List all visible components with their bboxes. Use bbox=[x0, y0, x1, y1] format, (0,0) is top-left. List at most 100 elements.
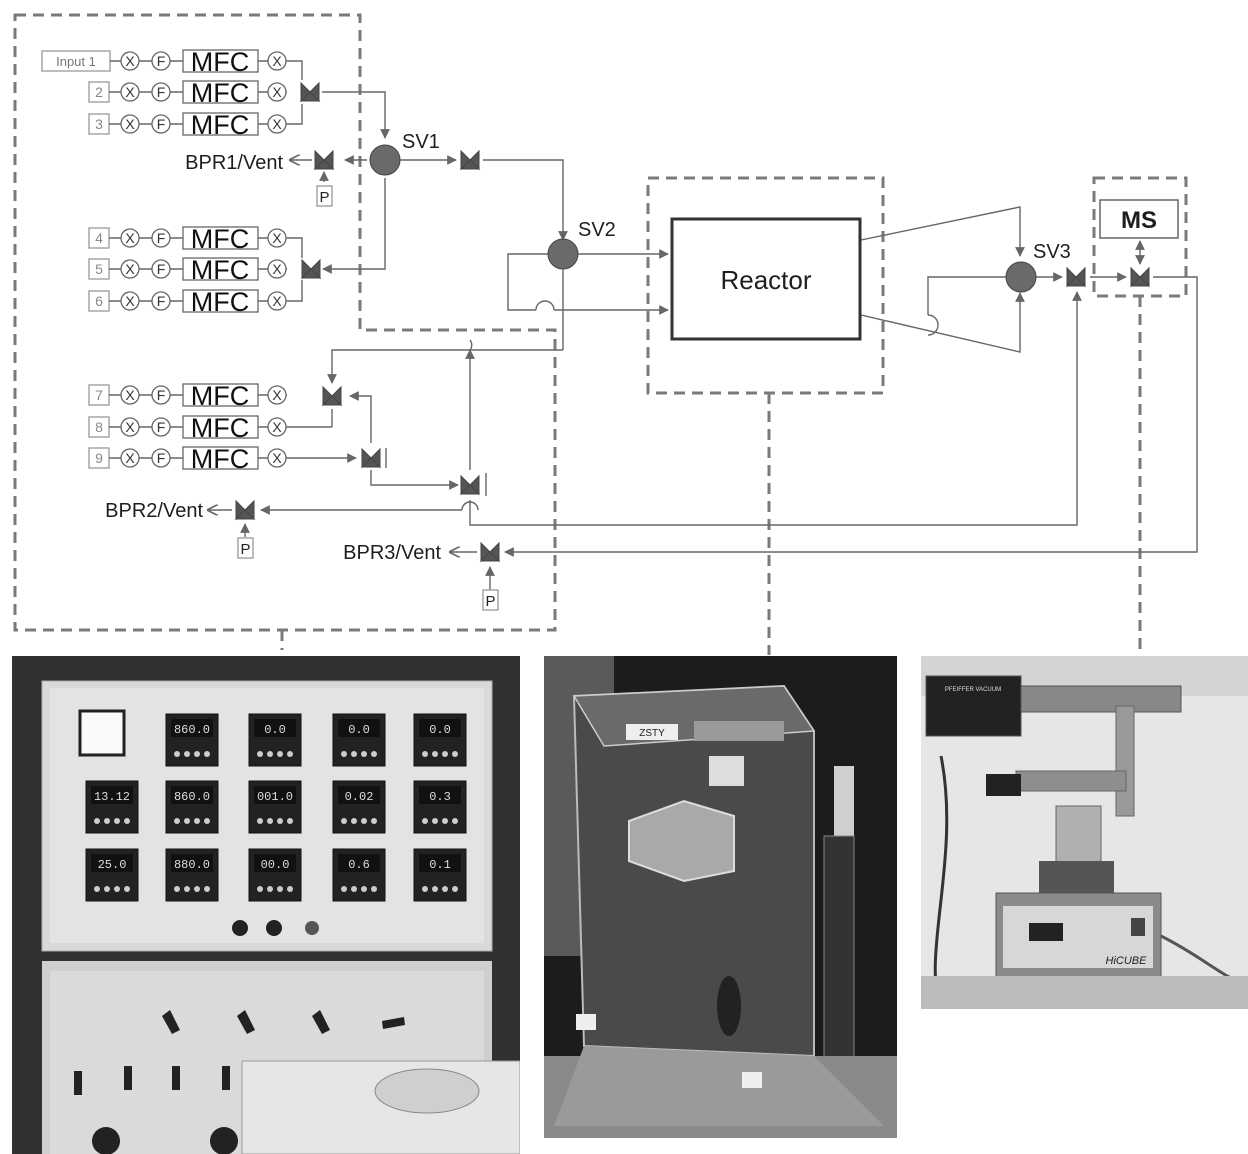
filter-text: F bbox=[157, 450, 166, 466]
display-button bbox=[257, 751, 263, 757]
sv3-label: SV3 bbox=[1033, 241, 1071, 263]
display-button bbox=[442, 886, 448, 892]
mass-spec-photo: PFEIFFER VACUUM HiCUBE bbox=[921, 656, 1248, 1009]
display-button bbox=[257, 818, 263, 824]
display-button bbox=[361, 818, 367, 824]
p-box-1: P bbox=[319, 189, 329, 206]
display-button bbox=[174, 751, 180, 757]
display-button bbox=[371, 751, 377, 757]
mfc-label: MFC bbox=[191, 78, 249, 108]
display-button bbox=[204, 751, 210, 757]
mfc-row: 4 X F MFC X bbox=[89, 224, 287, 254]
display-button bbox=[94, 818, 100, 824]
sv1-out-valve bbox=[461, 151, 479, 169]
shutoff-valve-out-text: X bbox=[272, 116, 282, 132]
display-button bbox=[124, 818, 130, 824]
shutoff-valve-out-text: X bbox=[272, 53, 282, 69]
bpr2-vent-label: BPR2/Vent bbox=[105, 500, 203, 522]
display-value: 0.3 bbox=[429, 790, 451, 804]
shutoff-valve-out-text: X bbox=[272, 230, 282, 246]
shutoff-valve-in-text: X bbox=[125, 419, 135, 435]
input-label: 9 bbox=[95, 450, 103, 466]
display-button bbox=[94, 886, 100, 892]
display-button bbox=[277, 751, 283, 757]
display-button bbox=[371, 886, 377, 892]
input-label: 2 bbox=[95, 84, 103, 100]
bpr3-valve bbox=[481, 543, 499, 561]
display-button bbox=[287, 818, 293, 824]
shutoff-valve-out-text: X bbox=[272, 261, 282, 277]
row9-valve bbox=[362, 449, 380, 467]
display-button bbox=[267, 818, 273, 824]
shutoff-valve-out-text: X bbox=[272, 387, 282, 403]
display-button bbox=[267, 751, 273, 757]
display-button bbox=[442, 818, 448, 824]
shutoff-valve-in-text: X bbox=[125, 387, 135, 403]
display-value: 00.0 bbox=[261, 858, 290, 872]
bpr3-vent-label: BPR3/Vent bbox=[343, 542, 441, 564]
mfc-label: MFC bbox=[191, 47, 249, 77]
display-button bbox=[341, 751, 347, 757]
filter-text: F bbox=[157, 53, 166, 69]
bpr2-valve bbox=[236, 501, 254, 519]
input-label: 7 bbox=[95, 387, 103, 403]
p-box-3: P bbox=[485, 593, 495, 610]
display-value: 0.0 bbox=[429, 723, 451, 737]
display-button bbox=[184, 886, 190, 892]
display-button bbox=[204, 886, 210, 892]
mfc-label: MFC bbox=[191, 255, 249, 285]
mfc-label: MFC bbox=[191, 444, 249, 474]
shutoff-valve-in-text: X bbox=[125, 84, 135, 100]
input-label: 4 bbox=[95, 230, 103, 246]
shutoff-valve-out-text: X bbox=[272, 293, 282, 309]
display-button bbox=[422, 751, 428, 757]
p-box-2: P bbox=[240, 541, 250, 558]
display-button bbox=[432, 886, 438, 892]
display-button bbox=[124, 886, 130, 892]
display-button bbox=[452, 818, 458, 824]
input-label: Input 1 bbox=[56, 54, 96, 69]
display-button bbox=[341, 886, 347, 892]
bpr1-vent-label: BPR1/Vent bbox=[185, 152, 283, 174]
display-button bbox=[341, 818, 347, 824]
mfc-label: MFC bbox=[191, 413, 249, 443]
display-button bbox=[442, 751, 448, 757]
display-value: 0.6 bbox=[348, 858, 370, 872]
display-button bbox=[351, 818, 357, 824]
display-button bbox=[194, 751, 200, 757]
input-label: 5 bbox=[95, 261, 103, 277]
display-button bbox=[114, 886, 120, 892]
display-button bbox=[174, 818, 180, 824]
display-button bbox=[287, 751, 293, 757]
filter-text: F bbox=[157, 230, 166, 246]
display-button bbox=[361, 751, 367, 757]
display-value: 001.0 bbox=[257, 790, 293, 804]
display-button bbox=[114, 818, 120, 824]
input-label: 6 bbox=[95, 293, 103, 309]
filter-text: F bbox=[157, 387, 166, 403]
display-button bbox=[361, 886, 367, 892]
manifold-valve-2 bbox=[302, 260, 320, 278]
shutoff-valve-out-text: X bbox=[272, 419, 282, 435]
filter-text: F bbox=[157, 84, 166, 100]
display-button bbox=[104, 818, 110, 824]
input-label: 8 bbox=[95, 419, 103, 435]
shutoff-valve-out-text: X bbox=[272, 84, 282, 100]
mfc-row: 7XFMFCX bbox=[89, 381, 287, 411]
ms-valve bbox=[1131, 268, 1149, 286]
shutoff-valve-in-text: X bbox=[125, 230, 135, 246]
shutoff-valve-in-text: X bbox=[125, 53, 135, 69]
display-value: 0.1 bbox=[429, 858, 451, 872]
display-button bbox=[257, 886, 263, 892]
filter-text: F bbox=[157, 261, 166, 277]
sv3-node bbox=[1006, 262, 1036, 292]
display-value: 13.12 bbox=[94, 790, 130, 804]
display-button bbox=[267, 886, 273, 892]
mfc-label: MFC bbox=[191, 224, 249, 254]
filter-text: F bbox=[157, 293, 166, 309]
display-value: 0.02 bbox=[345, 790, 374, 804]
filter-text: F bbox=[157, 116, 166, 132]
